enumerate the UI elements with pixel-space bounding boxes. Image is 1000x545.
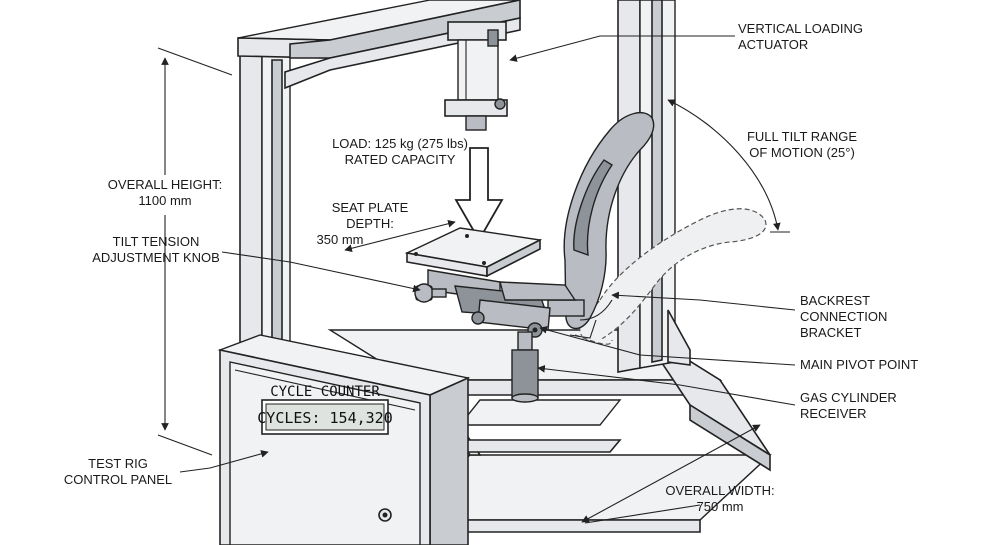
svg-text:MAIN PIVOT POINT: MAIN PIVOT POINT	[800, 357, 918, 372]
backrest-bracket	[547, 111, 655, 339]
label-tilt-knob: TILT TENSION ADJUSTMENT KNOB	[92, 234, 220, 265]
label-load: LOAD: 125 kg (275 lbs) RATED CAPACITY	[332, 136, 468, 167]
label-gas-cylinder: GAS CYLINDER RECEIVER	[800, 390, 897, 421]
label-control-panel: TEST RIG CONTROL PANEL	[64, 456, 172, 487]
svg-text:OVERALL HEIGHT:: OVERALL HEIGHT:	[108, 177, 222, 192]
svg-text:SEAT PLATE: SEAT PLATE	[332, 200, 409, 215]
svg-text:1100 mm: 1100 mm	[138, 193, 191, 208]
cycle-counter-title: CYCLE COUNTER	[270, 384, 380, 400]
svg-text:ACTUATOR: ACTUATOR	[738, 37, 808, 52]
svg-text:DEPTH:: DEPTH:	[346, 216, 394, 231]
svg-text:OF MOTION (25°): OF MOTION (25°)	[749, 145, 855, 160]
svg-text:RECEIVER: RECEIVER	[800, 406, 866, 421]
svg-text:750 mm: 750 mm	[697, 499, 744, 514]
svg-text:TEST RIG: TEST RIG	[88, 456, 148, 471]
svg-text:RATED CAPACITY: RATED CAPACITY	[345, 152, 456, 167]
control-panel-cabinet	[217, 334, 471, 545]
svg-text:OVERALL WIDTH:: OVERALL WIDTH:	[665, 483, 774, 498]
svg-text:CONNECTION: CONNECTION	[800, 309, 887, 324]
svg-text:350 mm: 350 mm	[317, 232, 364, 247]
label-vertical-actuator: VERTICAL LOADING ACTUATOR	[738, 21, 863, 52]
label-backrest-bracket: BACKREST CONNECTION BRACKET	[800, 293, 887, 340]
tilt-arc	[667, 99, 790, 233]
svg-text:BRACKET: BRACKET	[800, 325, 861, 340]
svg-text:FULL TILT RANGE: FULL TILT RANGE	[747, 129, 857, 144]
svg-text:TILT TENSION: TILT TENSION	[113, 234, 200, 249]
svg-text:BACKREST: BACKREST	[800, 293, 870, 308]
depth-dimension	[344, 219, 456, 253]
width-dimension	[581, 424, 761, 524]
leader-lines	[179, 35, 796, 473]
label-main-pivot: MAIN PIVOT POINT	[800, 357, 918, 372]
vertical-loading-actuator	[444, 21, 508, 131]
gas-cylinder	[511, 331, 539, 403]
load-arrow	[454, 147, 504, 242]
label-seat-plate-depth: SEAT PLATE DEPTH: 350 mm	[317, 200, 409, 247]
label-overall-width: OVERALL WIDTH: 750 mm	[665, 483, 774, 514]
tilt-mechanism	[404, 227, 577, 338]
svg-text:ADJUSTMENT KNOB: ADJUSTMENT KNOB	[92, 250, 220, 265]
svg-text:CONTROL PANEL: CONTROL PANEL	[64, 472, 172, 487]
cycle-counter-display: CYCLES: 154,320	[257, 409, 392, 427]
svg-text:LOAD: 125 kg (275 lbs): LOAD: 125 kg (275 lbs)	[332, 136, 468, 151]
svg-text:GAS CYLINDER: GAS CYLINDER	[800, 390, 897, 405]
label-overall-height: OVERALL HEIGHT: 1100 mm	[108, 177, 222, 208]
height-dimension	[157, 47, 233, 456]
svg-text:VERTICAL LOADING: VERTICAL LOADING	[738, 21, 863, 36]
label-tilt-range: FULL TILT RANGE OF MOTION (25°)	[747, 129, 857, 160]
left-column	[239, 43, 291, 354]
